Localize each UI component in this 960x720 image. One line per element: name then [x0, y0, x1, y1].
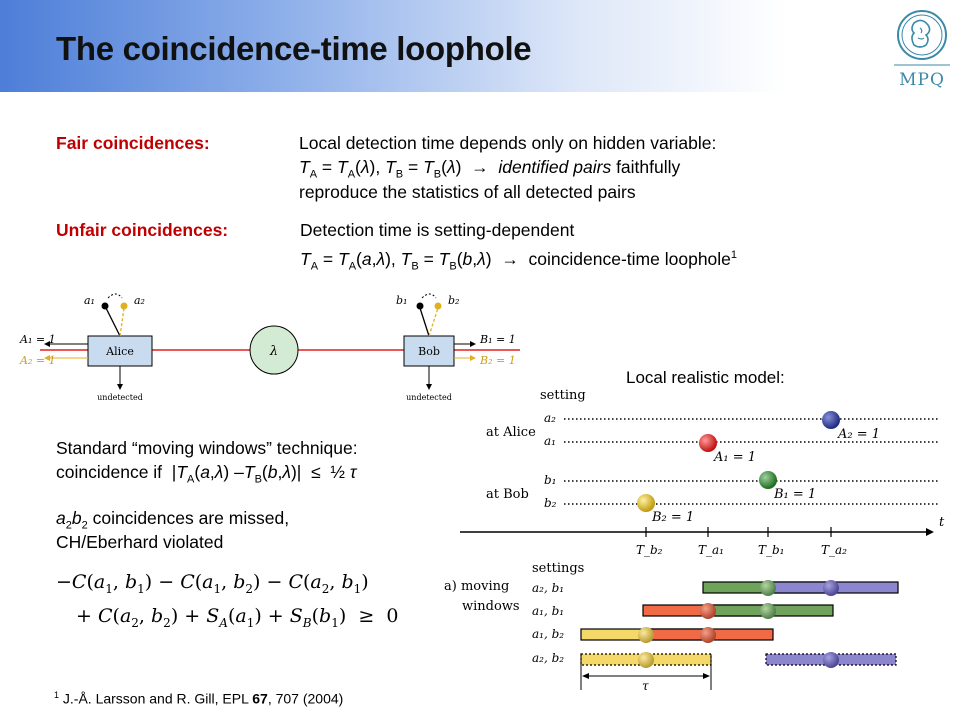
alice-a2: a₂ [134, 294, 145, 307]
tick-Tb1: T_b₁ [758, 543, 785, 557]
fair-line-3: reproduce the statistics of all detected… [299, 182, 636, 202]
fair-line-1: Local detection time depends only on hid… [299, 133, 717, 153]
window-row-a1b1: a₁, b₁ [532, 604, 564, 618]
at-bob-label: at Bob [486, 487, 529, 502]
B1-label: B₁ = 1 [773, 487, 816, 502]
row-a1-label: a₁ [544, 434, 556, 448]
ch-inequality-line-1: −C(a1, b1) − C(a1, b2) − C(a2, b1) [56, 571, 369, 596]
ball-b2 [637, 494, 655, 512]
at-alice-label: at Alice [486, 425, 536, 440]
setting-heading: setting [540, 388, 586, 403]
lambda-source [249, 325, 299, 375]
mpg-logo: MPQ [894, 10, 950, 90]
B2-label: B₂ = 1 [651, 510, 694, 525]
timing-diagram: setting at Alice at Bob a₂ a₁ b₁ b₂ A₂ =… [444, 388, 945, 692]
row-b1-label: b₁ [544, 473, 557, 487]
bob-undetected: undetected [406, 393, 452, 402]
row-a2-label: a₂ [544, 411, 556, 425]
tick-Ta2: T_a₂ [821, 543, 847, 557]
slide-title: The coincidence-time loophole [56, 30, 532, 67]
lambda-label: λ [269, 344, 278, 359]
row-b2-label: b₂ [544, 496, 557, 510]
window-row-a1b2: a₁, b₂ [532, 627, 564, 641]
bob-B2: B₂ = 1 [479, 354, 516, 367]
model-label: Local realistic model: [626, 368, 785, 387]
time-axis-label: t [939, 515, 945, 530]
settings-heading: settings [532, 561, 584, 576]
A1-label: A₁ = 1 [713, 450, 756, 465]
unfair-line-2: TA = TA(a,λ), TB = TB(b,λ) → coincidence… [300, 248, 738, 273]
bell-setup-diagram: Alice A₁ = 1 A₂ = 1 undetected a₁ a₂ λ B… [19, 293, 520, 402]
alice-a1: a₁ [84, 294, 95, 307]
alice-label: Alice [105, 345, 134, 358]
alice-undetected: undetected [97, 393, 143, 402]
missed-line-1: a2b2 coincidences are missed, [56, 508, 290, 532]
ball-a1 [699, 434, 717, 452]
bob-label: Bob [418, 345, 440, 358]
ch-inequality-line-2: + C(a2, b2) + SA(a1) + SB(b1) ≥ 0 [76, 605, 399, 630]
alice-A1: A₁ = 1 [19, 333, 56, 346]
tick-Tb2: T_b₂ [636, 543, 663, 557]
unfair-label: Unfair coincidences: [56, 220, 229, 240]
ball-a2 [822, 411, 840, 429]
ball-b1 [759, 471, 777, 489]
tau-label: τ [642, 679, 649, 692]
missed-line-2: CH/Eberhard violated [56, 532, 224, 552]
moving-line-1: Standard “moving windows” technique: [56, 438, 358, 458]
tick-Ta1: T_a₁ [698, 543, 724, 557]
window-row-a2b1: a₂, b₁ [532, 581, 564, 595]
window-row-a2b2: a₂, b₂ [532, 651, 564, 665]
header-banner [0, 0, 960, 92]
logo-text: MPQ [899, 70, 945, 90]
fair-line-2: TA = TA(λ), TB = TB(λ) → identified pair… [299, 157, 681, 181]
moving-label: a) moving [444, 579, 509, 594]
A2-label: A₂ = 1 [837, 427, 880, 442]
moving-line-2: coincidence if |TA(a,λ) –TB(b,λ)| ≤ ½ τ [56, 462, 357, 486]
windows-label: windows [462, 599, 520, 614]
bob-b1: b₁ [396, 294, 407, 307]
bob-b2: b₂ [448, 294, 459, 307]
footnote: 1 J.-Å. Larsson and R. Gill, EPL 67, 707… [54, 690, 344, 707]
bob-B1: B₁ = 1 [479, 333, 516, 346]
fair-label: Fair coincidences: [56, 133, 210, 153]
unfair-line-1: Detection time is setting-dependent [300, 220, 575, 240]
alice-A2: A₂ = 1 [19, 354, 56, 367]
